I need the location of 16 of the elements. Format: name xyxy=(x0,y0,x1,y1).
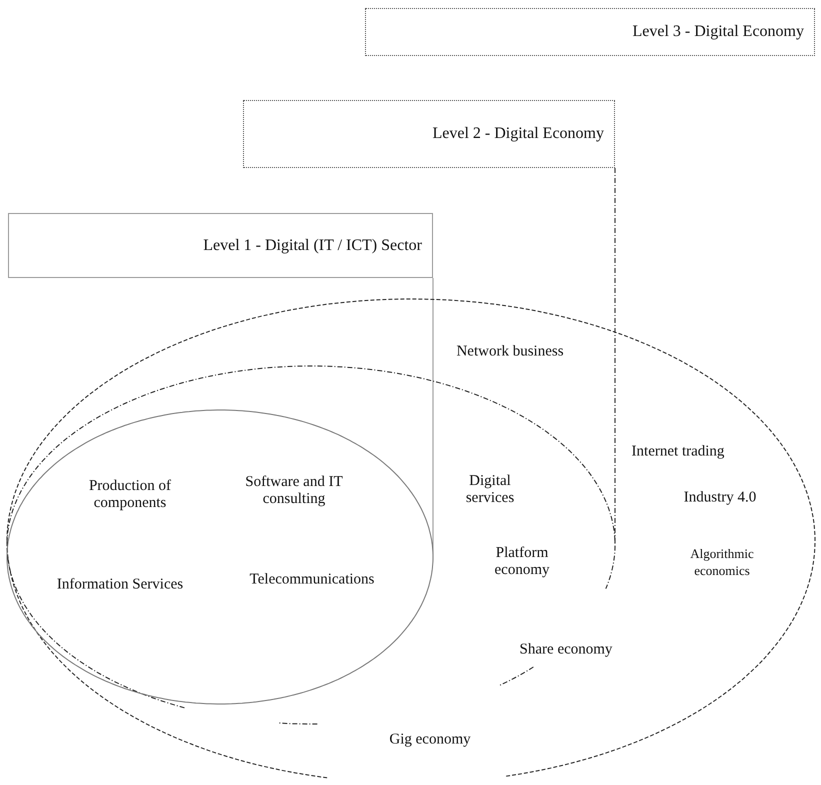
region-label: Algorithmic economics xyxy=(689,545,755,579)
region-label: Production of components xyxy=(88,478,172,512)
region-label: Internet trading xyxy=(630,444,726,460)
leader-line xyxy=(614,168,616,546)
region-label: Digital services xyxy=(464,473,516,507)
region-label: Share economy xyxy=(518,642,614,658)
level-heading-box: Level 2 - Digital Economy xyxy=(243,100,615,168)
level-heading-box: Level 1 - Digital (IT / ICT) Sector xyxy=(8,213,433,278)
region-label: Information Services xyxy=(56,576,184,594)
region-label: Industry 4.0 xyxy=(682,490,758,506)
region-label: Network business xyxy=(455,344,565,360)
region-label: Telecommunications xyxy=(248,572,376,588)
region-label: Platform economy xyxy=(494,545,550,579)
region-label: Gig economy xyxy=(388,732,472,748)
region-label: Software and IT consulting xyxy=(244,474,344,508)
level-heading-box: Level 3 - Digital Economy xyxy=(365,8,815,56)
